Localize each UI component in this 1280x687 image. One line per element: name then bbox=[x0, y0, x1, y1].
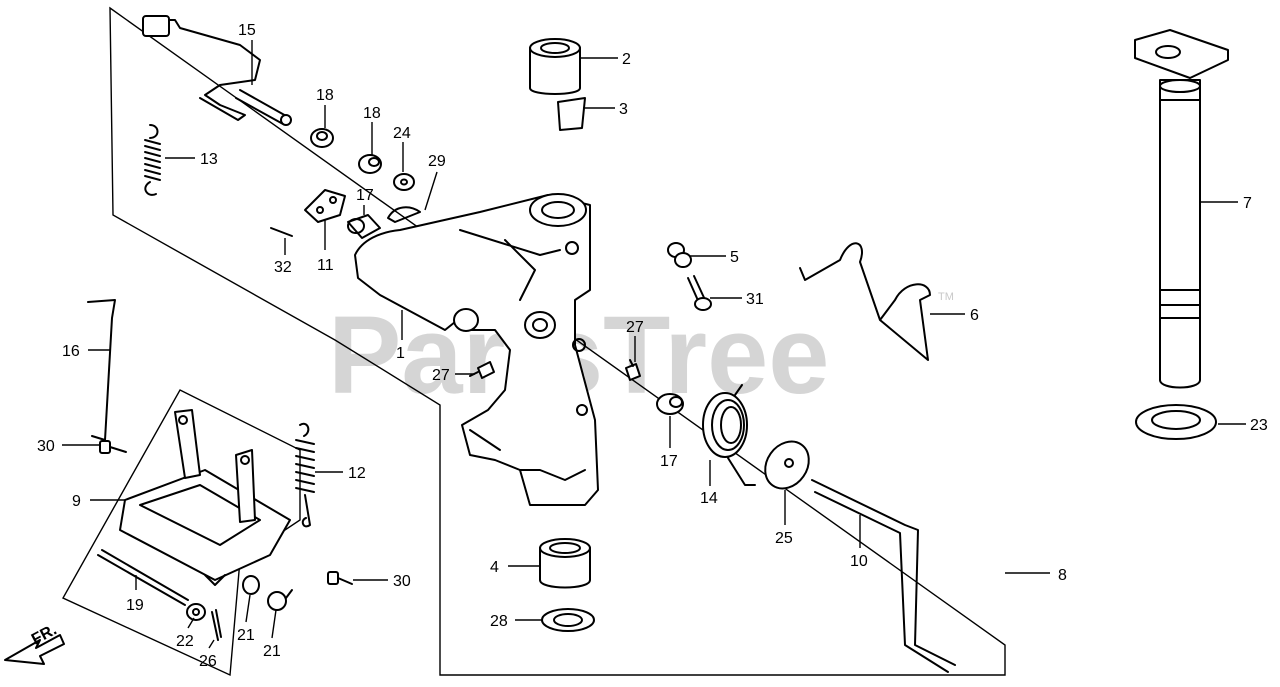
part-29-clip[interactable] bbox=[387, 206, 421, 223]
part-11-plate[interactable] bbox=[304, 189, 346, 223]
part-10-lever-rod[interactable] bbox=[811, 479, 956, 673]
part-31-bolt[interactable] bbox=[687, 275, 712, 311]
callout-1: 1 bbox=[396, 345, 405, 362]
part-23-washer[interactable] bbox=[1135, 404, 1217, 440]
callout-2: 2 bbox=[622, 51, 631, 68]
front-direction-indicator: FR. bbox=[4, 621, 65, 665]
callout-22: 22 bbox=[176, 633, 194, 650]
callout-3: 3 bbox=[619, 101, 628, 118]
callout-28: 28 bbox=[490, 613, 508, 630]
part-16-rod[interactable] bbox=[87, 299, 116, 441]
callout-7: 7 bbox=[1243, 195, 1252, 212]
callout-5: 5 bbox=[730, 249, 739, 266]
callout-14: 14 bbox=[700, 490, 718, 507]
callout-19: 19 bbox=[126, 597, 144, 614]
part-13-spring[interactable] bbox=[144, 124, 161, 196]
part-17-collar-lower[interactable] bbox=[656, 393, 684, 415]
callout-6: 6 bbox=[970, 307, 979, 324]
callout-29: 29 bbox=[428, 153, 446, 170]
callout-16: 16 bbox=[62, 343, 80, 360]
callout-11: 11 bbox=[317, 257, 334, 274]
callout-27-a: 27 bbox=[432, 367, 450, 384]
part-30-bolt-a[interactable] bbox=[99, 440, 127, 454]
assembly-8-outline bbox=[109, 6, 1006, 676]
callout-30-a: 30 bbox=[37, 438, 55, 455]
callout-31: 31 bbox=[746, 291, 764, 308]
part-26-cotter-pin[interactable] bbox=[211, 609, 222, 641]
callout-26: 26 bbox=[199, 653, 217, 670]
callout-18-b: 18 bbox=[363, 105, 381, 122]
callout-labels: 15 13 18 18 24 29 17 11 32 2 3 1 27 27 5… bbox=[37, 22, 1268, 670]
callout-27-b: 27 bbox=[626, 319, 644, 336]
part-3-clip[interactable] bbox=[557, 97, 586, 131]
part-21-nut-a[interactable] bbox=[242, 575, 260, 595]
part-18-collar-a[interactable] bbox=[310, 128, 334, 148]
part-9-bracket[interactable] bbox=[119, 409, 291, 586]
part-32-pin[interactable] bbox=[270, 227, 293, 237]
part-12-spring[interactable] bbox=[295, 422, 315, 528]
part-4-bushing[interactable] bbox=[539, 538, 591, 589]
part-18-collar-b[interactable] bbox=[358, 154, 382, 174]
callout-17-upper: 17 bbox=[356, 187, 374, 204]
part-22-washer[interactable] bbox=[186, 603, 206, 621]
part-5-washer[interactable] bbox=[667, 242, 692, 268]
callout-21-b: 21 bbox=[263, 643, 281, 660]
callout-23: 23 bbox=[1250, 417, 1268, 434]
callout-32: 32 bbox=[274, 259, 292, 276]
callout-18-a: 18 bbox=[316, 87, 334, 104]
callout-12: 12 bbox=[348, 465, 366, 482]
part-30-bolt-b[interactable] bbox=[327, 571, 353, 585]
callout-30-b: 30 bbox=[393, 573, 411, 590]
part-6-wire-spring[interactable] bbox=[799, 242, 931, 361]
part-24-washer[interactable] bbox=[393, 173, 415, 191]
callout-15: 15 bbox=[238, 22, 256, 39]
part-28-seal[interactable] bbox=[541, 608, 595, 632]
callout-4: 4 bbox=[490, 559, 499, 576]
front-arrow-icon bbox=[4, 634, 65, 665]
callout-21-a: 21 bbox=[237, 627, 255, 644]
callout-9: 9 bbox=[72, 493, 81, 510]
callout-24: 24 bbox=[393, 125, 411, 142]
watermark-trademark: TM bbox=[938, 291, 954, 303]
part-2-bushing[interactable] bbox=[529, 38, 581, 95]
leader-lines bbox=[62, 40, 1246, 649]
part-27-bolt-b[interactable] bbox=[625, 359, 641, 381]
part-1-swivel-bracket[interactable] bbox=[354, 193, 599, 506]
callout-8: 8 bbox=[1058, 567, 1067, 584]
part-25-disc[interactable] bbox=[756, 433, 817, 497]
part-7-swivel-shaft[interactable] bbox=[1134, 29, 1229, 389]
part-14-coil-spring[interactable] bbox=[702, 384, 756, 486]
callout-10: 10 bbox=[850, 553, 868, 570]
part-17-collar-upper[interactable] bbox=[347, 214, 381, 239]
part-15-lever[interactable] bbox=[142, 15, 292, 126]
part-19-pin[interactable] bbox=[97, 549, 189, 606]
part-27-bolt-a[interactable] bbox=[469, 361, 495, 379]
callout-25: 25 bbox=[775, 530, 793, 547]
callout-13: 13 bbox=[200, 151, 218, 168]
callout-17-lower: 17 bbox=[660, 453, 678, 470]
part-21-nut-b[interactable] bbox=[267, 589, 293, 611]
